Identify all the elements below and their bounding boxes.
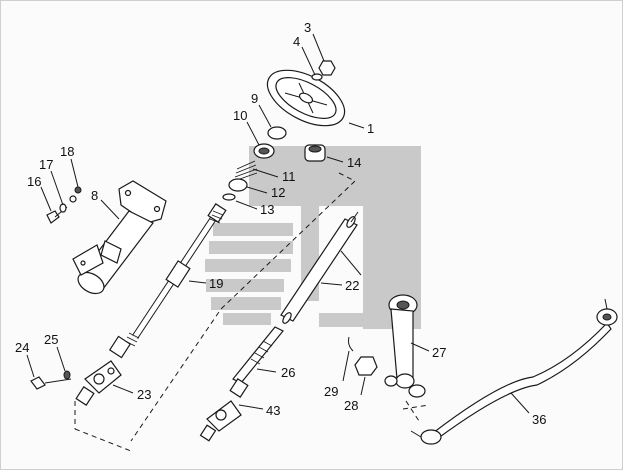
pitman-arm-nut xyxy=(348,336,378,376)
callout-12: 12 xyxy=(271,185,285,200)
callout-10: 10 xyxy=(233,108,247,123)
callout-18: 18 xyxy=(60,144,74,159)
steering-wheel-nut xyxy=(311,60,336,81)
callout-36: 36 xyxy=(532,412,546,427)
steering-column-housing xyxy=(72,180,167,295)
upper-steering-shaft xyxy=(124,203,227,347)
dashed-guide-column xyxy=(130,172,356,442)
lower-steering-shaft xyxy=(280,211,362,324)
watermark-logo xyxy=(205,146,421,329)
u-joint-bolt xyxy=(30,370,72,390)
callout-25: 25 xyxy=(44,332,58,347)
callout-19: 19 xyxy=(209,276,223,291)
callout-1: 1 xyxy=(367,121,374,136)
callout-26: 26 xyxy=(281,365,295,380)
callout-14: 14 xyxy=(347,155,361,170)
callout-23: 23 xyxy=(137,387,151,402)
steering-wheel xyxy=(266,69,346,127)
column-bearing-stack xyxy=(222,126,287,201)
splined-shaft xyxy=(232,326,284,384)
callout-16: 16 xyxy=(27,174,41,189)
callout-13: 13 xyxy=(260,202,274,217)
dashed-guide-arm xyxy=(402,404,430,410)
callout-27: 27 xyxy=(432,345,446,360)
dashed-guide-bottom xyxy=(74,428,132,452)
callout-8: 8 xyxy=(91,188,98,203)
pitman-arm xyxy=(388,294,418,389)
upper-universal-joint xyxy=(75,335,132,406)
dashed-guide-drag-link xyxy=(405,400,420,422)
callout-24: 24 xyxy=(15,340,29,355)
lower-universal-joint xyxy=(199,378,249,442)
callout-17: 17 xyxy=(39,157,53,172)
callout-4: 4 xyxy=(293,34,300,49)
callout-43: 43 xyxy=(266,403,280,418)
drag-link xyxy=(410,298,618,445)
callout-22: 22 xyxy=(345,278,359,293)
callout-29: 29 xyxy=(324,384,338,399)
drag-link-bushing xyxy=(384,375,426,398)
column-bushing xyxy=(304,144,326,162)
callout-11: 11 xyxy=(282,169,296,184)
callout-9: 9 xyxy=(251,91,258,106)
callout-3: 3 xyxy=(304,20,311,35)
housing-bolt-set xyxy=(46,186,82,224)
callout-28: 28 xyxy=(344,398,358,413)
